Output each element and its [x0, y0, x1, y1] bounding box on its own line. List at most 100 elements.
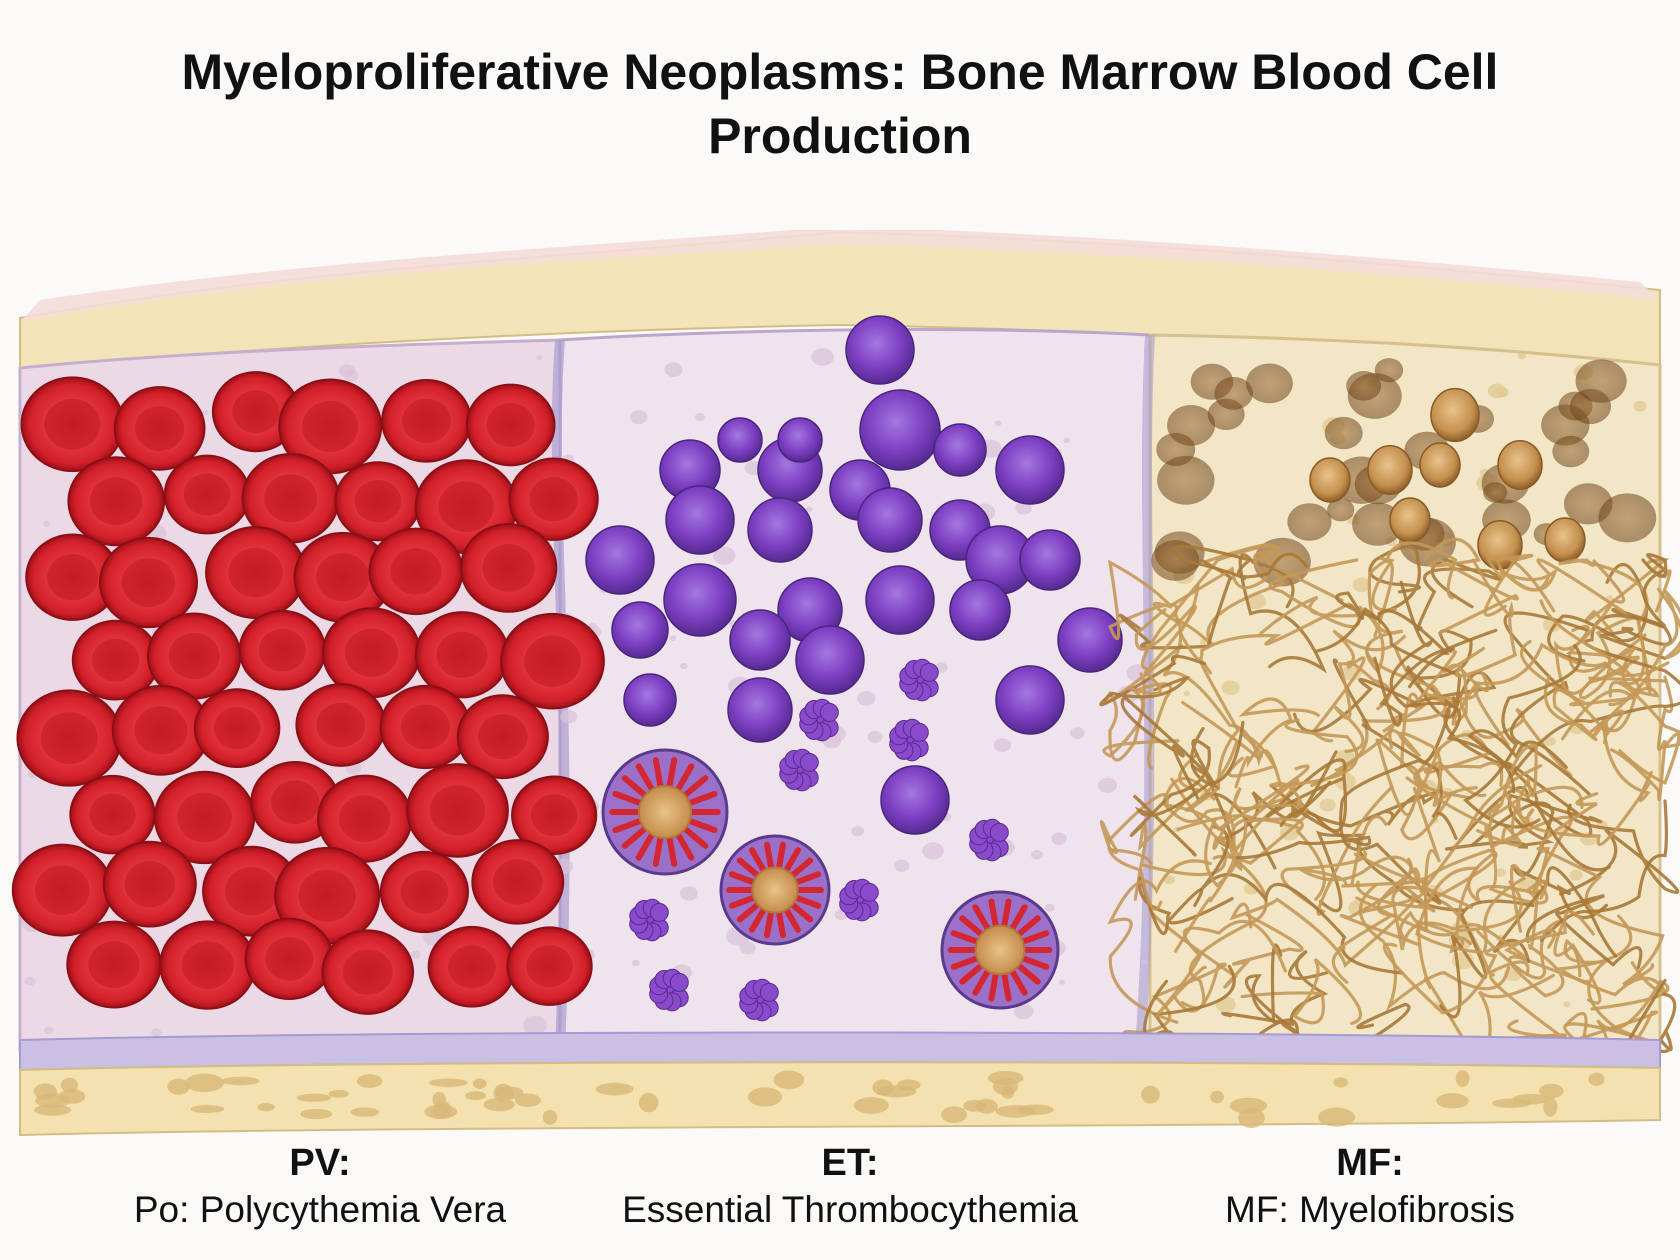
marrow-cavity	[1167, 404, 1215, 446]
caption-pv-full: Po: Polycythemia Vera	[133, 1189, 507, 1230]
red-blood-cell	[322, 607, 421, 699]
collagen-fiber	[1137, 876, 1234, 936]
title-line-1: Myeloproliferative Neoplasms: Bone Marro…	[181, 44, 1499, 100]
red-blood-cell	[202, 845, 301, 937]
purple-cell	[845, 315, 915, 385]
bone-pore	[542, 1109, 558, 1125]
collagen-fiber	[1107, 559, 1182, 641]
bone-pore	[185, 1073, 224, 1093]
collagen-fiber	[1483, 553, 1556, 617]
bone-pore	[483, 1097, 515, 1112]
collagen-fiber	[1508, 889, 1591, 998]
bone-pore	[595, 1082, 634, 1096]
marrow-cavity	[1287, 503, 1332, 541]
purple-cell	[747, 497, 813, 563]
collagen-fiber	[1525, 894, 1643, 969]
bone-pore	[1016, 1104, 1054, 1115]
marrow-pore	[857, 691, 876, 706]
marrow-pore	[1221, 680, 1240, 696]
marrow-pore	[805, 506, 813, 512]
purple-cell	[663, 563, 737, 637]
red-blood-cell	[406, 763, 509, 858]
marrow-pore	[588, 622, 597, 630]
purple-cell	[1057, 607, 1123, 673]
tan-cell	[1419, 442, 1461, 488]
marrow-pore	[1141, 959, 1148, 965]
marrow-pore	[1183, 691, 1191, 697]
collagen-fiber	[1154, 919, 1287, 1018]
marrow-pore	[1544, 736, 1556, 747]
collagen-fiber	[1142, 845, 1268, 1010]
collagen-fiber	[1238, 553, 1328, 674]
marrow-cavity	[1346, 371, 1382, 401]
platelet-cluster	[739, 978, 779, 1022]
collagen-fiber	[1375, 738, 1504, 817]
marrow-cavity	[1151, 540, 1200, 581]
marrow-pore	[664, 362, 683, 378]
bone-pore	[356, 1074, 383, 1088]
marrow-pore	[894, 859, 910, 872]
purple-cell	[995, 435, 1065, 505]
collagen-fiber	[1388, 728, 1478, 808]
marrow-pore	[669, 635, 677, 642]
marrow-cavity	[1214, 377, 1253, 410]
red-blood-cell	[102, 840, 197, 928]
collagen-fiber	[1315, 607, 1462, 706]
marrow-pore	[1569, 869, 1583, 881]
collagen-fiber	[1099, 654, 1207, 707]
tan-cell	[1497, 440, 1543, 490]
marrow-pore	[712, 546, 736, 565]
marrow-pore	[338, 364, 355, 378]
bone-pore	[300, 1108, 333, 1120]
marrow-pore	[1319, 798, 1336, 812]
bone-pore	[1001, 1085, 1015, 1099]
collagen-fiber	[1382, 910, 1595, 1015]
collagen-fiber	[1107, 859, 1212, 1024]
bone-pore	[896, 1079, 921, 1091]
bone-pore	[33, 1104, 72, 1116]
collagen-fiber	[1608, 587, 1680, 707]
marrow-pore	[1246, 593, 1267, 610]
red-blood-cell	[471, 839, 565, 925]
collagen-fiber	[1415, 866, 1523, 954]
bone-pore	[987, 1070, 1024, 1086]
bone-pore	[1539, 1083, 1564, 1099]
collagen-fiber	[1543, 674, 1625, 742]
tan-cell	[1367, 445, 1413, 495]
red-blood-cell	[25, 533, 120, 621]
collagen-fiber	[1335, 591, 1498, 655]
marrow-cavity	[1374, 358, 1404, 383]
collagen-fiber	[1536, 846, 1665, 986]
collagen-fiber	[1107, 764, 1310, 855]
bone-pore	[33, 1083, 58, 1100]
red-blood-cell	[381, 378, 472, 463]
collagen-fiber	[1355, 747, 1442, 934]
top-pink-layer	[20, 230, 1660, 322]
red-blood-cell	[205, 526, 306, 620]
red-blood-cell	[11, 843, 113, 937]
collagen-fiber	[1567, 645, 1660, 745]
collagen-fiber	[1519, 599, 1641, 707]
collagen-fiber	[1416, 558, 1503, 632]
marrow-pore	[1097, 777, 1118, 793]
collagen-fiber	[1181, 701, 1277, 778]
bone-pore	[1436, 1093, 1469, 1109]
collagen-fiber	[1240, 957, 1362, 1025]
marrow-pore	[811, 348, 834, 366]
collagen-fiber	[1132, 720, 1245, 857]
red-blood-cell	[508, 457, 599, 541]
red-blood-cell	[20, 376, 125, 473]
marrow-pore	[1051, 832, 1067, 846]
marrow-pore	[1063, 437, 1071, 444]
marrow-pore	[631, 959, 640, 967]
collagen-fiber	[1608, 680, 1680, 785]
red-blood-cell	[414, 611, 510, 699]
title-line-2: Production	[708, 108, 972, 164]
marrow-pore	[994, 420, 1002, 426]
collagen-fiber	[1280, 785, 1394, 916]
red-blood-cell	[293, 531, 392, 623]
purple-cell	[880, 765, 950, 835]
red-blood-cell	[506, 926, 593, 1006]
bone-pore	[60, 1077, 79, 1093]
marrow-pore	[1352, 577, 1371, 593]
